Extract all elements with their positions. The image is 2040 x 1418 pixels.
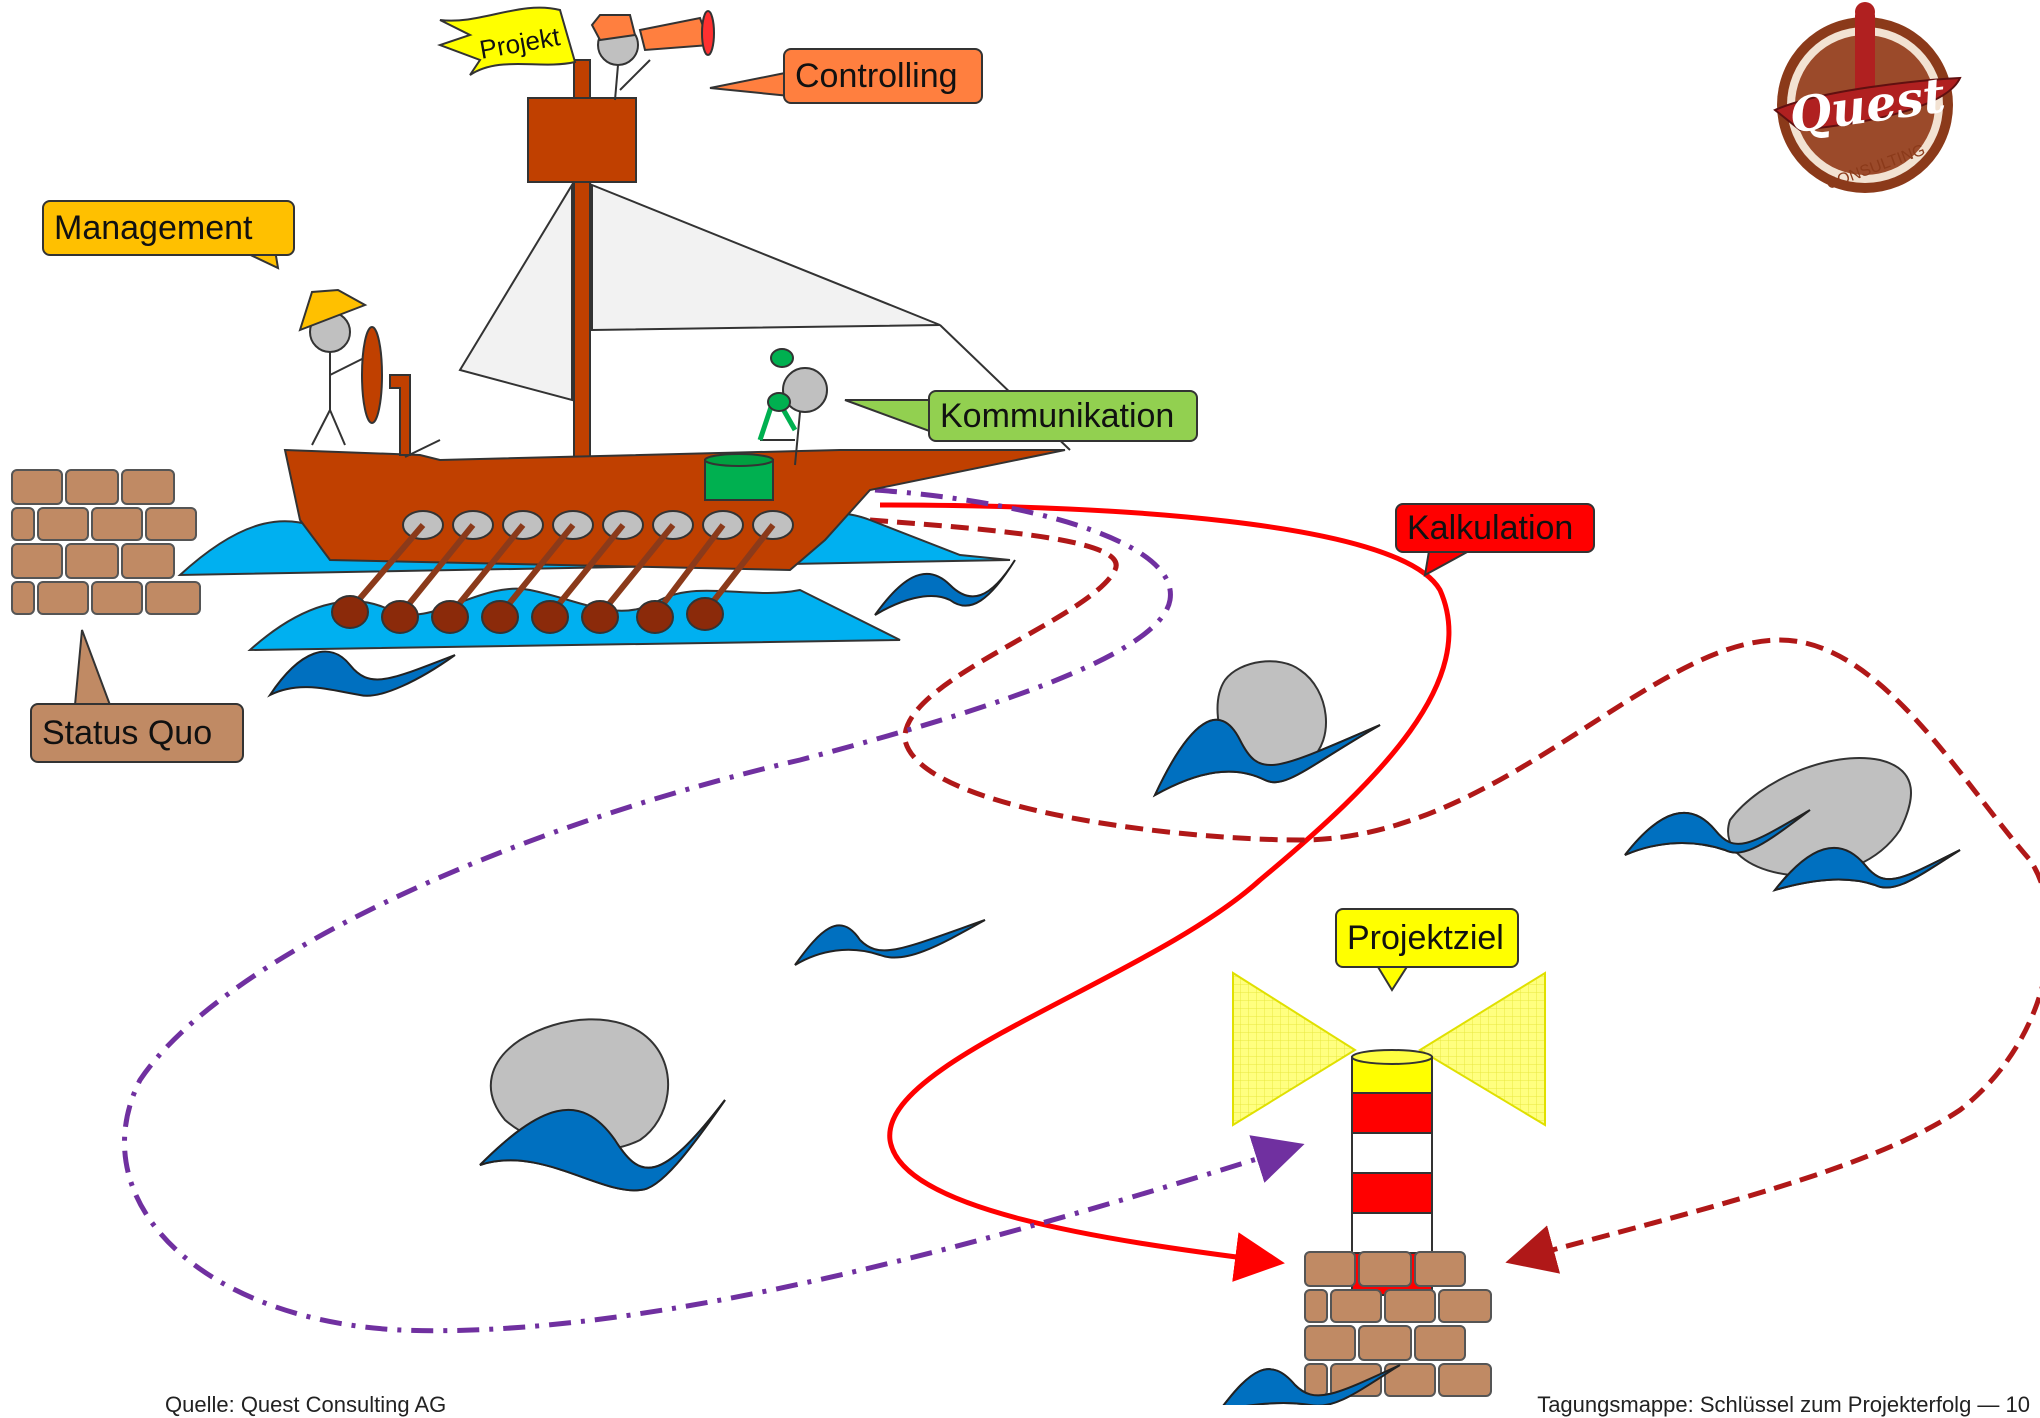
controlling-figure (590, 10, 715, 101)
projektziel-label: Projektziel (1335, 908, 1519, 968)
controlling-label: Controlling (783, 48, 983, 104)
management-figure (298, 288, 383, 446)
sail-left (458, 181, 573, 402)
controlling-tail (709, 70, 791, 98)
rocks (489, 660, 1912, 1152)
kommunikation-figure (757, 348, 828, 466)
kalkulation-label: Kalkulation (1395, 503, 1595, 553)
kalkulation-path (879, 502, 1452, 1282)
footer-source: Quelle: Quest Consulting AG (165, 1392, 447, 1417)
projekt-flag: Projekt (437, 6, 577, 76)
controlling-path (869, 517, 2040, 1274)
lighthouse (1222, 971, 1546, 1405)
sail-right (591, 183, 941, 332)
quest-logo: Quest CONSULTING (1773, 2, 1962, 193)
rock-2 (1727, 757, 1912, 877)
status-quo-tail (73, 629, 112, 706)
management-label: Management (42, 200, 295, 256)
kommunikation-path (122, 487, 1305, 1334)
status-quo-wall (11, 469, 201, 615)
kommunikation-tail (844, 399, 933, 434)
kommunikation-label: Kommunikation (928, 390, 1198, 442)
footer-page: Tagungsmappe: Schlüssel zum Projekterfol… (1537, 1392, 2030, 1417)
status-quo-label: Status Quo (30, 703, 244, 763)
ship (283, 10, 1071, 634)
crows-nest (527, 97, 637, 183)
light-beam-right (1418, 971, 1546, 1127)
rock-3 (489, 1018, 670, 1152)
hull (283, 448, 1066, 572)
lighthouse-base (1304, 1251, 1492, 1397)
light-beam-left (1232, 971, 1357, 1127)
small-waves (267, 559, 1961, 1405)
